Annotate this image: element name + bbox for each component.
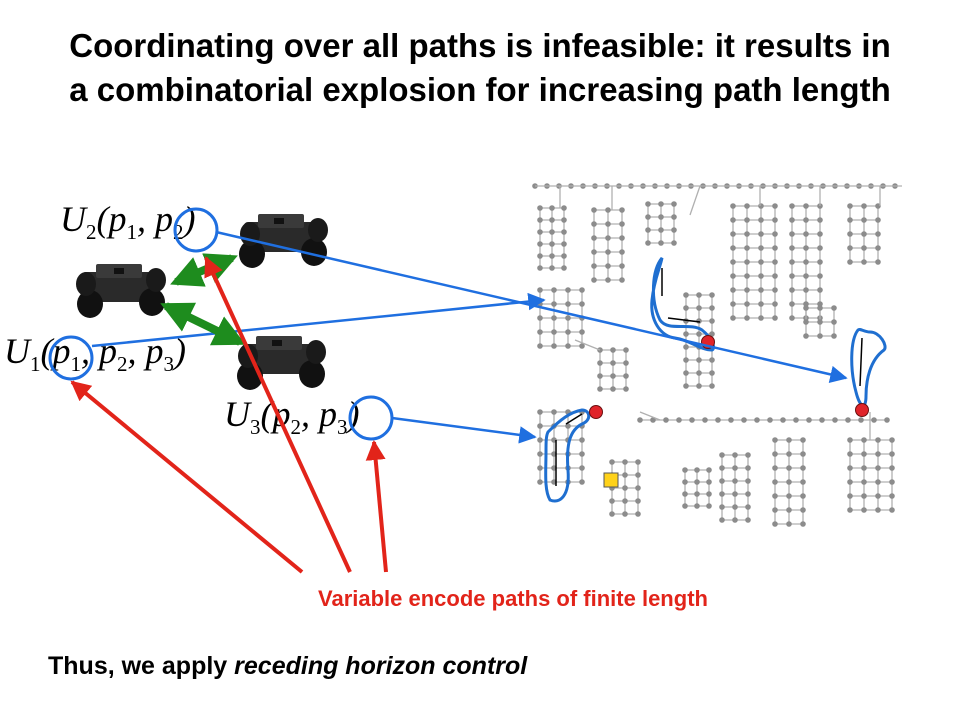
blue-arrow-p2	[215, 230, 848, 383]
robot-icon	[237, 336, 326, 390]
formula-u2: U2(p1, p2)	[60, 199, 196, 245]
footer-text: Thus, we apply receding horizon control	[48, 652, 527, 681]
green-double-arrow	[160, 302, 246, 346]
variable-highlight-p1	[48, 335, 94, 381]
robot-icon	[239, 214, 328, 268]
red-arrow	[204, 256, 352, 573]
formula-u1: U1(p1, p2, p3)	[4, 331, 186, 377]
robot-path-outlines	[544, 257, 887, 503]
blue-arrow-p1	[91, 292, 546, 348]
robot-icon	[76, 264, 166, 318]
footer-prefix: Thus, we apply	[48, 652, 235, 680]
variable-highlight-p2	[173, 207, 219, 253]
red-arrow	[365, 440, 388, 573]
slide-title: Coordinating over all paths is infeasibl…	[0, 24, 960, 112]
blue-arrow-p3	[391, 416, 537, 444]
variable-highlight-p3	[348, 395, 394, 441]
title-line-1: Coordinating over all paths is infeasibl…	[69, 27, 891, 64]
red-arrow	[70, 380, 304, 574]
green-double-arrow	[170, 253, 238, 287]
caption: Variable encode paths of finite length	[318, 586, 708, 611]
footer-emphasis: receding horizon control	[234, 652, 528, 680]
title-line-2: a combinatorial explosion for increasing…	[69, 71, 891, 108]
grid-graph	[532, 183, 902, 527]
